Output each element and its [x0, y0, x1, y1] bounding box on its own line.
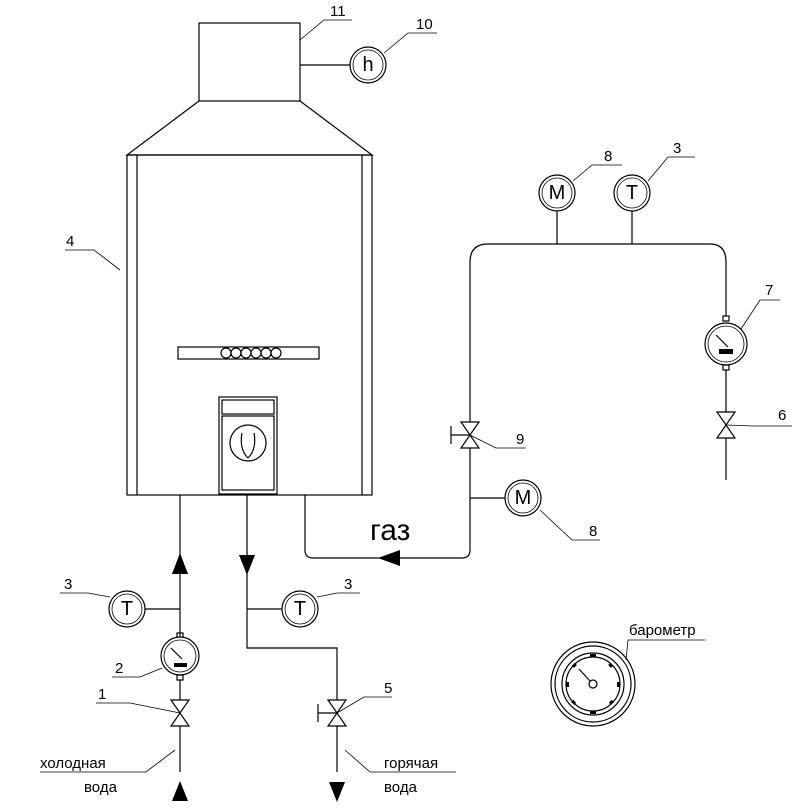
burner-nozzles [220, 347, 282, 359]
label-3-gas: 3 [673, 140, 681, 157]
water-heater [125, 22, 374, 496]
gas-manometer-lower-icon [504, 479, 542, 517]
hot-water-caption-line2: вода [384, 779, 418, 796]
label-4: 4 [66, 233, 74, 250]
hot-valve-icon [326, 699, 348, 715]
label-7: 7 [765, 282, 773, 299]
label-3-hot: 3 [344, 576, 352, 593]
cold-valve-icon [169, 699, 191, 715]
barometer: барометр [550, 622, 705, 727]
gas-manometer-lower-symbol: M [515, 487, 532, 509]
barometer-icon [550, 641, 636, 727]
gas-pressure-gauge-icon [704, 322, 748, 366]
cold-thermometer-icon [108, 590, 146, 628]
cold-water-line: T 3 2 1 холодная вода [40, 495, 200, 801]
barometer-caption: барометр [629, 622, 696, 639]
gas-thermometer-icon [613, 174, 651, 212]
label-8-lower: 8 [589, 523, 597, 540]
label-10: 10 [416, 16, 433, 33]
chimney [198, 22, 301, 102]
exhaust-hood [125, 100, 374, 156]
hot-thermometer-icon [281, 590, 319, 628]
label-5: 5 [384, 680, 392, 697]
gas-caption: газ [370, 514, 410, 547]
gas-manometer-upper-symbol: M [549, 182, 566, 204]
hot-thermometer-symbol: T [294, 598, 306, 620]
label-8-upper: 8 [604, 148, 612, 165]
label-6: 6 [778, 407, 786, 424]
gas-thermometer-symbol: T [626, 182, 638, 204]
gas-outlet-valve-icon [715, 411, 737, 427]
gas-manometer-upper-icon [538, 174, 576, 212]
label-9: 9 [516, 431, 524, 448]
burner-bar [177, 346, 320, 360]
cold-water-caption-line1: холодная [40, 755, 106, 772]
draft-gauge-icon [349, 46, 387, 84]
control-knob-icon [229, 424, 267, 462]
hot-water-caption-line1: горячая [384, 755, 438, 772]
cold-thermometer-symbol: T [121, 598, 133, 620]
heater-body [126, 154, 373, 496]
cold-pressure-gauge-icon [160, 636, 200, 676]
label-1: 1 [98, 686, 106, 703]
cold-water-caption-line2: вода [84, 779, 118, 796]
draft-gauge-symbol: h [362, 54, 373, 76]
flue-draft-meter: h 10 11 [299, 3, 437, 84]
hot-water-line: T 3 5 горячая вода [239, 495, 456, 802]
label-3-cold: 3 [64, 576, 72, 593]
label-11: 11 [330, 3, 346, 20]
gas-valve-icon [459, 421, 481, 437]
label-2: 2 [115, 660, 123, 677]
gas-line: газ M 8 9 M 8 T 3 [304, 140, 792, 566]
label-4-callout: 4 [65, 233, 121, 271]
control-panel [218, 396, 278, 495]
